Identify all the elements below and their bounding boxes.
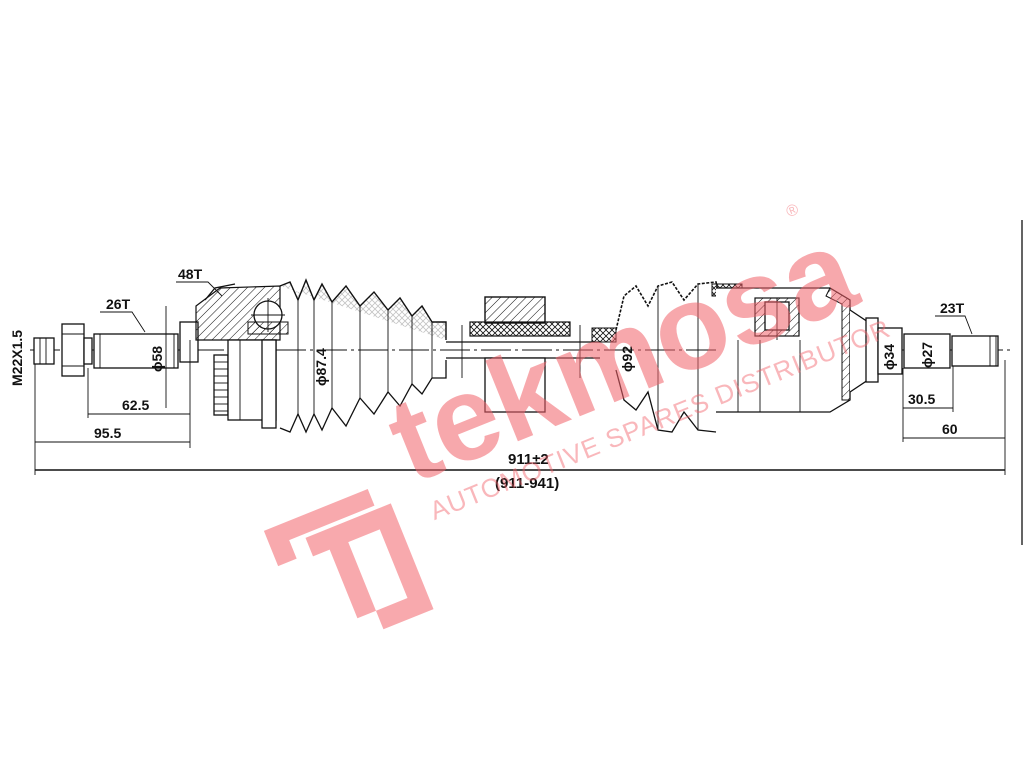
overall-length-label: 911±2 <box>508 451 549 468</box>
abs-ring-teeth-label: 48T <box>178 266 203 282</box>
length-62-5-label: 62.5 <box>122 397 149 413</box>
outer-cv-boot <box>279 278 447 434</box>
diameter-27-label: ϕ27 <box>919 342 935 368</box>
diameter-87-4-label: ϕ87.4 <box>313 348 329 386</box>
overall-length-range-label: (911-941) <box>495 475 559 492</box>
diameter-58-label: ϕ58 <box>149 346 165 372</box>
length-60-label: 60 <box>942 421 958 437</box>
brand-emblem-icon <box>263 488 434 630</box>
outer-stub <box>33 283 289 429</box>
outer-spline-label: 26T <box>106 296 131 312</box>
diameter-34-label: ϕ34 <box>881 344 897 370</box>
dimension-lines <box>34 281 1006 475</box>
shaft-bar <box>446 296 600 413</box>
inner-stub <box>865 317 999 383</box>
inner-cv-housing <box>716 287 869 413</box>
watermark-logo: tekmosa ® AUTOMOTIVE SPARES DISTRIBUTOR <box>263 201 895 630</box>
length-95-5-label: 95.5 <box>94 425 121 441</box>
diameter-92-label: ϕ92 <box>619 346 635 372</box>
length-30-5-label: 30.5 <box>908 391 935 407</box>
thread-spec-label: M22X1.5 <box>9 330 25 386</box>
inner-spline-label: 23T <box>940 300 965 316</box>
